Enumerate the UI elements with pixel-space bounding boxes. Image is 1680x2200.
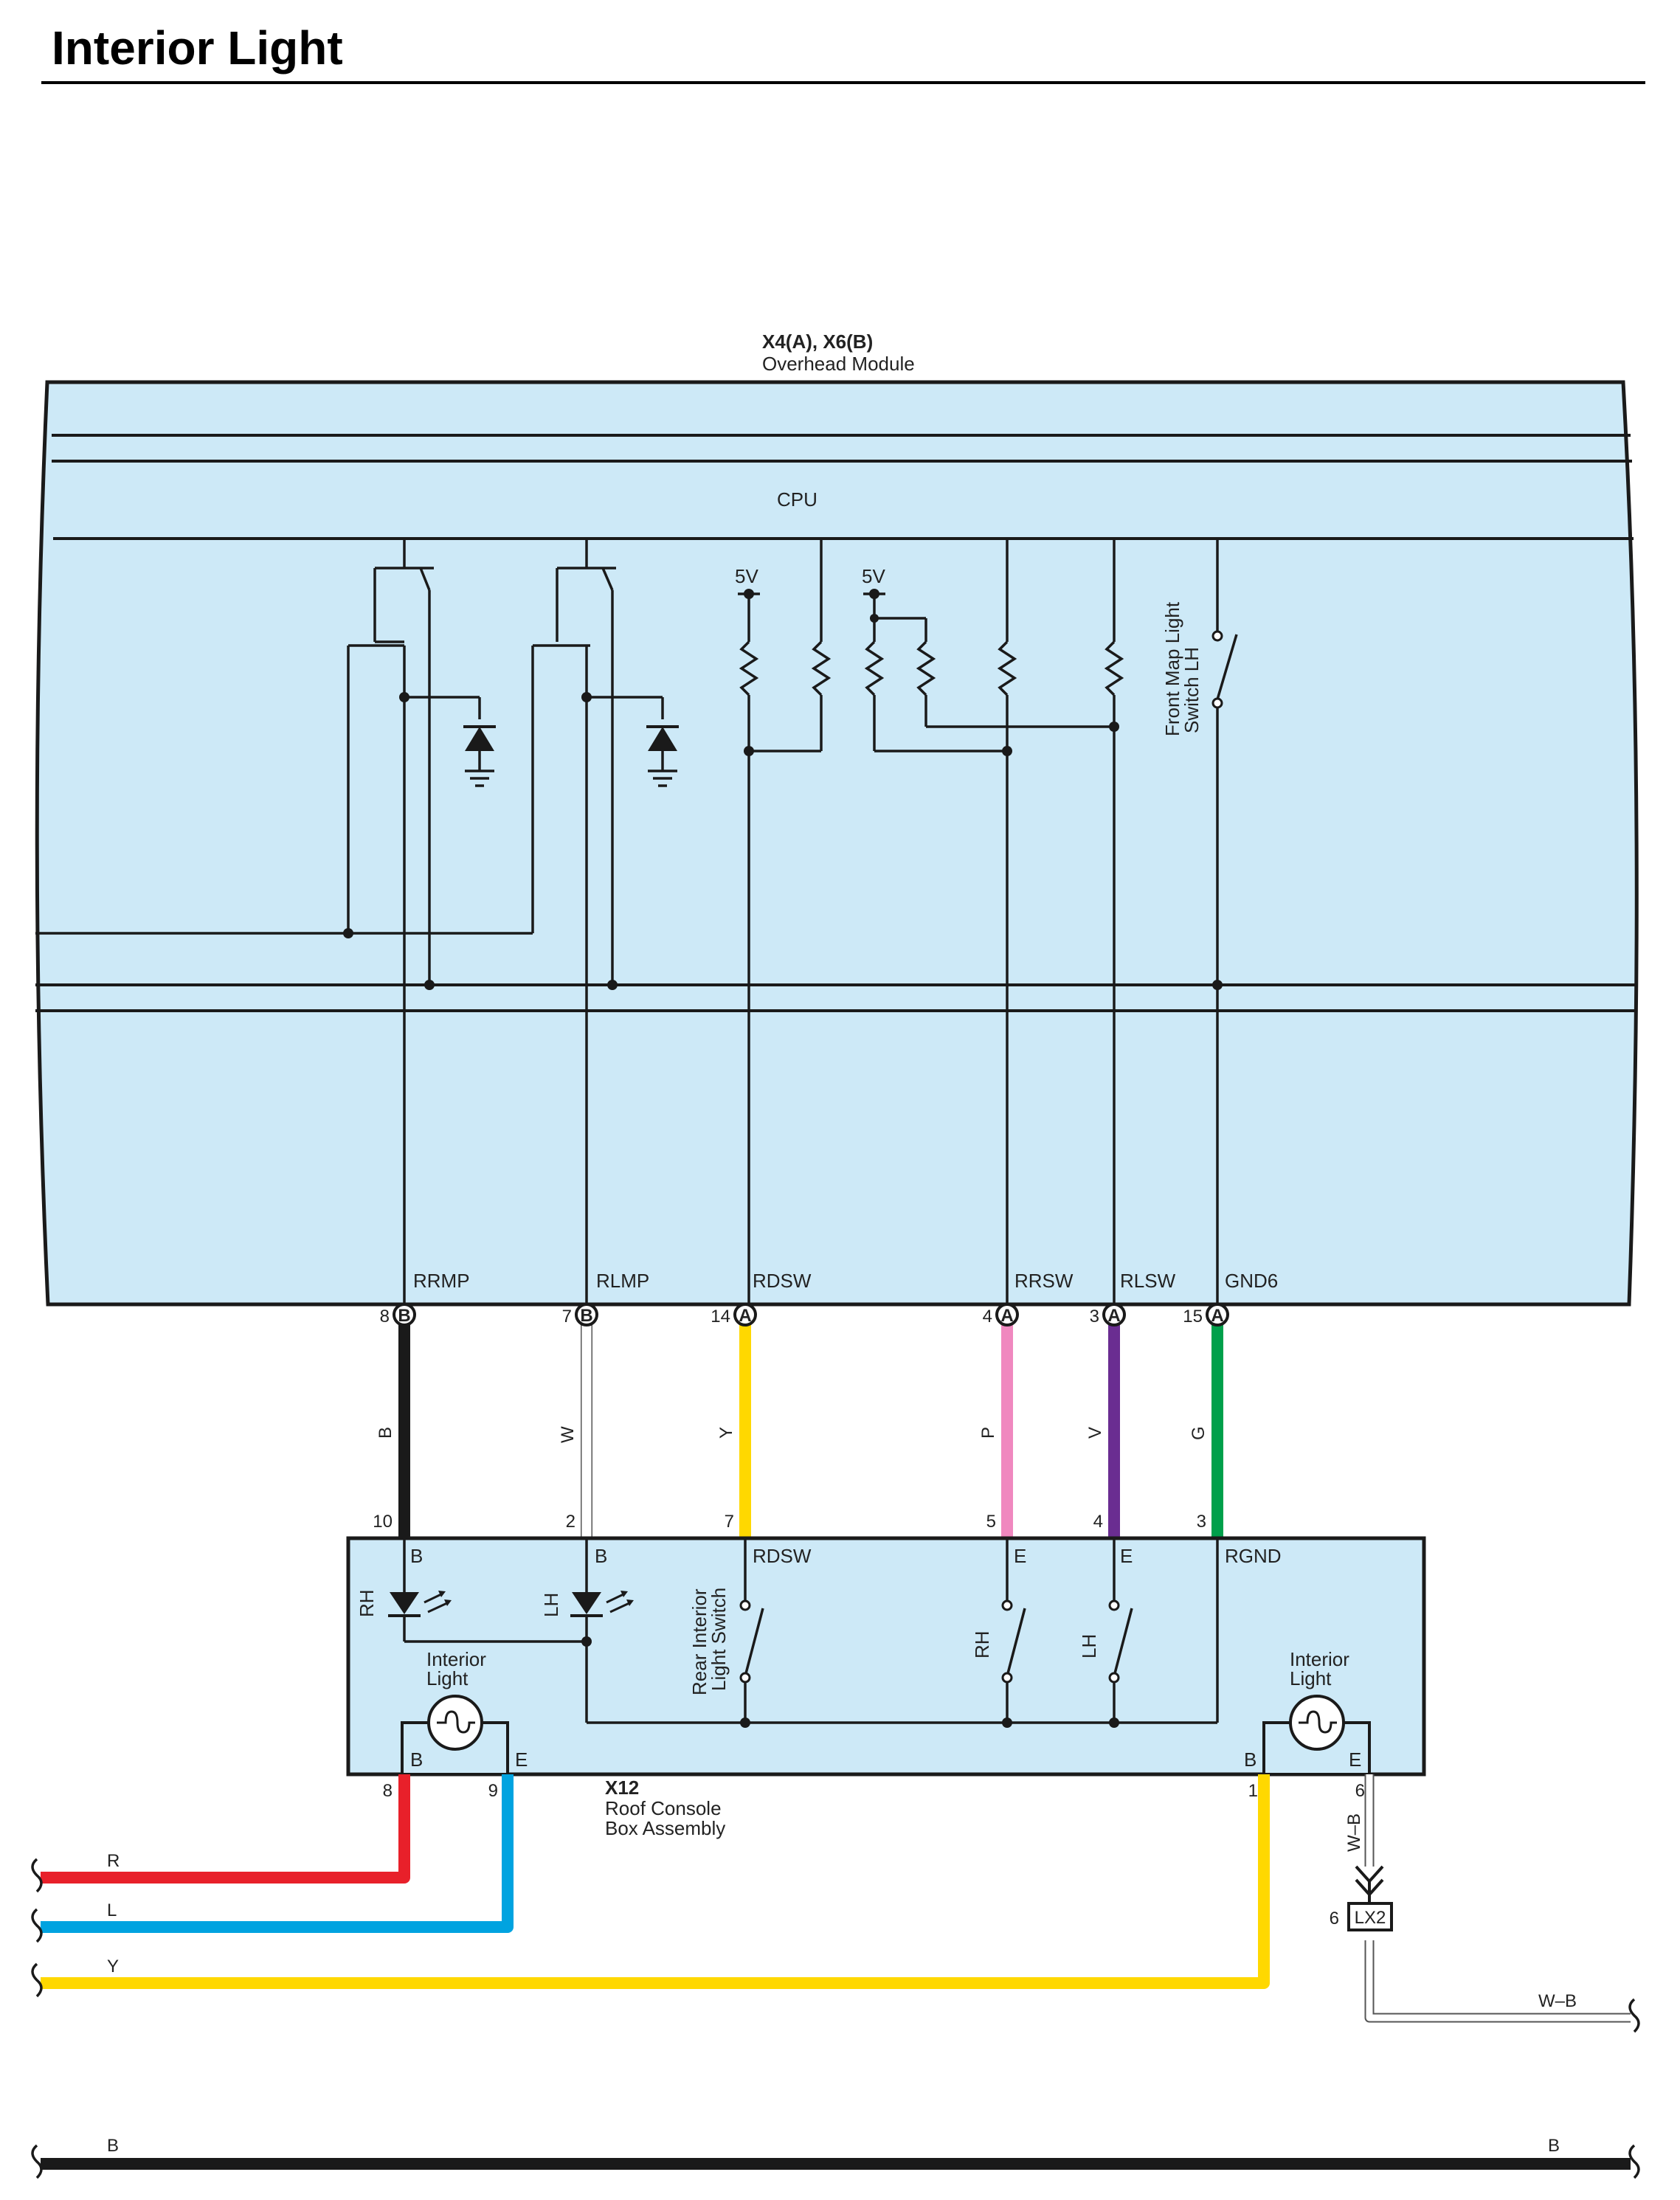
ground-arrow-icon [1355,1865,1384,1903]
supply-5v-left: 5V [735,565,758,587]
lamp-right-label-2: Light [1290,1667,1332,1689]
front-map-switch-contacts [1211,630,1223,709]
switch-label-rh: RH [971,1630,993,1658]
pin-gnd6: 15 [1183,1307,1203,1326]
wire-code-g: G [1189,1426,1209,1440]
supply-5v-right: 5V [862,565,885,587]
wire-wb-out-outline [1364,1940,1631,2023]
console-term-b-2: B [595,1545,607,1567]
lamp-left-label-2: Light [426,1667,469,1689]
pin-rrsw: 4 [983,1307,992,1326]
terminal-gnd6: GND6 [1225,1270,1278,1292]
console-pin-4: 4 [1093,1512,1103,1532]
connector-letter-rlmp: B [580,1306,592,1326]
bus-label-right: B [1548,2136,1560,2156]
console-pin-5: 5 [986,1512,996,1532]
lamp-left-term-b: B [410,1748,423,1771]
roof-console-box [346,1536,1426,1777]
connector-circles [393,1303,1229,1326]
lamp-left-pin-e: 9 [488,1781,498,1801]
wire-code-v: V [1085,1427,1105,1439]
lower-wires [41,1774,1631,2170]
junction-dots [343,589,1223,990]
pin-rrmp: 8 [380,1307,390,1326]
lx2-label: LX2 [1355,1908,1386,1928]
lx2-connector [1347,1902,1393,1931]
console-switch-contacts [739,1599,1120,1684]
page-title: Interior Light [52,21,343,75]
console-pin-7: 7 [725,1512,734,1532]
console-term-e-2: E [1120,1545,1133,1567]
lamp-right-label-1: Interior [1290,1648,1349,1670]
interior-lamp-right [1262,1695,1371,1776]
console-dots [581,1636,1119,1728]
zener-diodes [463,725,679,787]
wire-code-p: P [978,1427,998,1439]
terminal-rlmp: RLMP [596,1270,649,1292]
lamp-left-label-1: Interior [426,1648,486,1670]
wire-label-r: R [107,1851,120,1871]
rear-switch-label-1: Rear Interior [688,1588,711,1695]
connector-letter-rlsw: A [1107,1306,1120,1326]
lx2-pin: 6 [1330,1909,1339,1929]
terminal-rrmp: RRMP [413,1270,470,1292]
wire-yellow-lower [41,1774,1270,1989]
bus-label-left: B [107,2136,119,2156]
console-term-e-1: E [1014,1545,1026,1567]
wire-label-l: L [107,1900,117,1920]
console-code: X12 [605,1777,639,1799]
terminal-rrsw: RRSW [1014,1270,1074,1292]
lamp-right-term-e: E [1349,1748,1361,1771]
module-name: Overhead Module [762,353,915,375]
wire-red [41,1774,410,1884]
console-pin-3: 3 [1197,1512,1206,1532]
led-label-rh: RH [356,1589,378,1617]
connector-letter-rrmp: B [398,1306,410,1326]
connector-letter-gnd6: A [1211,1306,1223,1326]
ground-out-label: W–B [1538,1991,1577,2011]
terminal-rlsw: RLSW [1120,1270,1176,1292]
wire-blue [41,1774,514,1933]
pin-rlmp: 7 [562,1307,572,1326]
console-term-rgnd: RGND [1225,1545,1282,1567]
led-rh-icon [388,1591,452,1617]
console-name-2: Box Assembly [605,1817,725,1839]
switch-label-lh: LH [1078,1634,1100,1658]
connector-letter-rdsw: A [739,1306,751,1326]
harness-wires [398,1315,1223,1538]
wire-break-symbols [31,1858,1640,2179]
front-map-switch-label-1: Front Map Light [1161,601,1183,736]
overhead-module: X4(A), X6(B) Overhead Module CPU [35,331,1639,1307]
terminal-rdsw: RDSW [753,1270,812,1292]
wire-label-y: Y [107,1957,119,1976]
pin-rdsw: 14 [711,1307,730,1326]
lamp-left-pin-b: 8 [383,1781,393,1801]
rear-switch-label-2: Light Switch [708,1588,730,1691]
cpu-label: CPU [777,488,817,511]
pin-rlsw: 3 [1090,1307,1099,1326]
lamp-right-term-b: B [1244,1748,1256,1771]
pull-up-resistors [738,539,1238,1304]
interior-lamp-left [401,1695,509,1776]
wire-code-y: Y [716,1427,736,1439]
connector-letter-rrsw: A [1000,1306,1013,1326]
wire-wb-out [1366,1940,1631,2021]
lamp-right-pin-e: 6 [1355,1781,1365,1801]
ground-wire-label: W–B [1344,1813,1364,1852]
module-code: X4(A), X6(B) [762,331,873,353]
wire-code-w: W [558,1426,578,1443]
led-lh-icon [570,1591,634,1617]
lamp-left-term-e: E [515,1748,528,1771]
console-pin-10: 10 [373,1512,393,1532]
console-term-b-1: B [410,1545,423,1567]
console-name-1: Roof Console [605,1797,722,1819]
driver-transistors [35,539,664,1304]
wire-code-b: B [376,1427,395,1439]
console-pin-2: 2 [566,1512,575,1532]
lamp-right-pin-b: 1 [1248,1781,1258,1801]
led-label-lh: LH [540,1593,562,1617]
console-term-rdsw: RDSW [753,1545,812,1567]
front-map-switch-label-2: Switch LH [1181,647,1203,733]
